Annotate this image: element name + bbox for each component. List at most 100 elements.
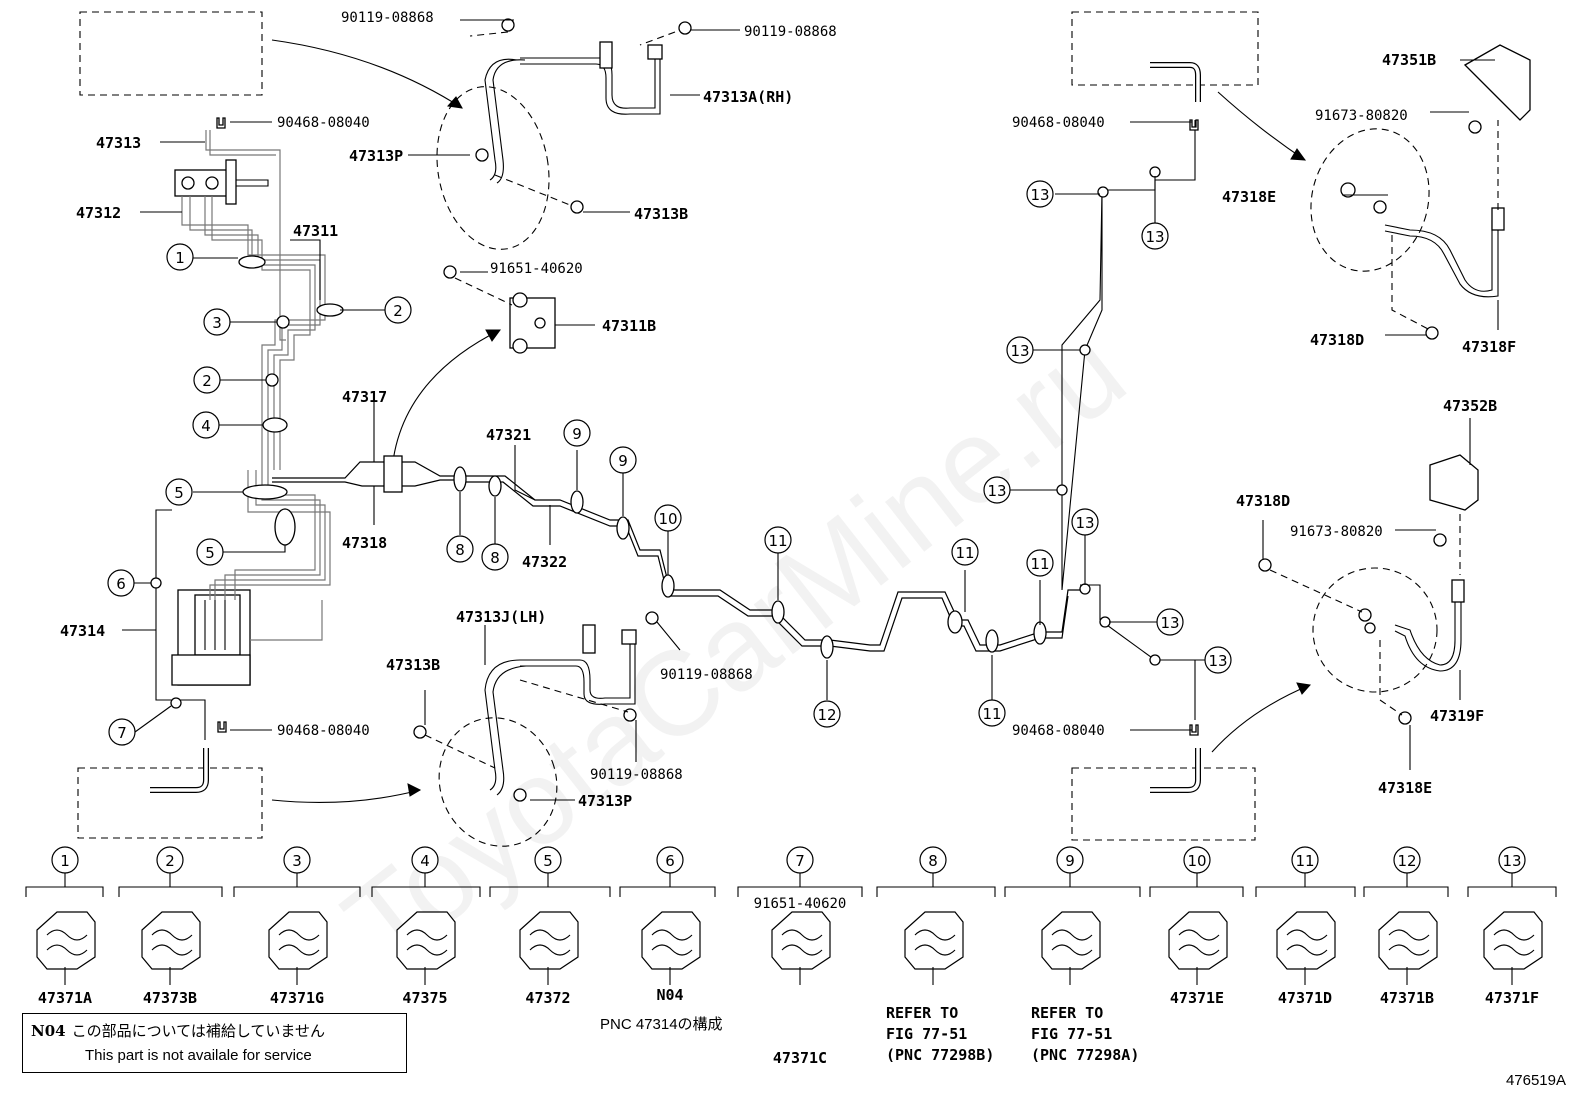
svg-text:13: 13 [1145,228,1164,246]
label-47311: 47311 [293,222,338,240]
legend-part: 47372 [525,989,570,1007]
svg-text:8: 8 [455,541,465,559]
legend-part: N04 [656,986,683,1004]
callout-c9a: 9 [563,419,591,447]
legend-ref-line: REFER TO [1031,1004,1103,1022]
legend-num: 13 [1502,852,1521,870]
callout-c13e: 13 [1071,508,1099,536]
label-90119-2: 90119-08868 [744,24,837,40]
callout-c13a: 13 [1026,180,1054,208]
svg-text:13: 13 [1075,514,1094,532]
label-47318: 47318 [342,534,387,552]
callout-c11a: 11 [764,526,792,554]
label-47322: 47322 [522,553,567,571]
legend-ref-line: REFER TO [886,1004,958,1022]
svg-text:11: 11 [768,532,787,550]
svg-text:7: 7 [117,724,127,742]
legend-num: 6 [665,852,675,870]
label-47318E-top: 47318E [1222,188,1276,206]
rear-left-brake-hose [413,611,659,847]
callout-c6: 6 [107,569,135,597]
svg-text:2: 2 [202,372,212,390]
callout-c11b: 11 [951,538,979,566]
label-47351B: 47351B [1382,51,1436,69]
svg-text:13: 13 [1160,614,1179,632]
callout-c8b: 8 [481,543,509,571]
legend-part: 47371D [1278,989,1332,1007]
legend-item-13: 13 47371F [1467,846,1557,1007]
bracket-47311B [443,265,556,354]
svg-text:10: 10 [658,510,677,528]
svg-text:5: 5 [174,484,184,502]
legend-num: 9 [1065,852,1075,870]
legend-part: 47371B [1380,989,1434,1007]
note-jp: この部品については補給していません [71,1022,325,1040]
rear-right-brake-hose [1258,454,1479,725]
callout-c13b: 13 [1141,222,1169,250]
callout-c13f: 13 [1156,608,1184,636]
label-90468-2: 90468-08040 [277,723,370,739]
svg-text:11: 11 [1030,555,1049,573]
legend-part: 47371A [38,989,92,1007]
callout-c4: 4 [192,411,220,439]
svg-text:1: 1 [175,249,185,267]
part-labels: 47313 47312 47311 47314 47317 47318 4732… [60,10,1516,810]
callout-c5a: 5 [165,478,193,506]
label-47313J: 47313J(LH) [456,608,546,626]
label-47317: 47317 [342,388,387,406]
front-right-brake-hose [1310,44,1531,340]
note-en: This part is not availale for service [85,1047,312,1064]
figure-id: 476519A [1505,1072,1566,1089]
ref-box-front-left [79,11,263,100]
svg-text:13: 13 [987,482,1006,500]
svg-text:3: 3 [212,314,222,332]
callout-c9b: 9 [609,446,637,474]
label-90468-1: 90468-08040 [277,115,370,131]
label-91673-1: 91673-80820 [1315,108,1408,124]
legend-num: 12 [1397,852,1416,870]
svg-text:9: 9 [572,425,582,443]
callout-c2b: 2 [384,296,412,324]
legend-part: 47371C [773,1049,827,1067]
label-47313A: 47313A(RH) [703,88,793,106]
label-47313P-top: 47313P [349,147,403,165]
legend: 147371A247373B347371G4473755473726N04747… [25,846,1557,1067]
callout-c11c: 11 [1026,549,1054,577]
pnc-note: PNC 47314の構成 [600,1016,723,1033]
legend-ref-line: (PNC 77298B) [886,1046,994,1064]
legend-num: 1 [60,852,70,870]
label-47314: 47314 [60,622,105,640]
legend-num: 10 [1187,852,1206,870]
label-47352B: 47352B [1443,397,1497,415]
legend-ref-line: FIG 77-51 [886,1025,967,1043]
label-90119-1: 90119-08868 [341,10,434,26]
callout-c13g: 13 [1204,646,1232,674]
leader-lines [122,19,1499,801]
label-47313P-bot: 47313P [578,792,632,810]
legend-part: 47371F [1485,989,1539,1007]
svg-text:11: 11 [955,544,974,562]
arrows [271,39,1311,804]
label-47313B-bot: 47313B [386,656,440,674]
svg-text:13: 13 [1010,342,1029,360]
front-left-brake-hose [436,18,692,250]
svg-text:5: 5 [205,544,215,562]
callout-c5b: 5 [196,538,224,566]
callout-c2a: 2 [193,366,221,394]
note-code: N04 [31,1022,66,1040]
label-47321: 47321 [486,426,531,444]
legend-ref-line: FIG 77-51 [1031,1025,1112,1043]
ref-box-front-right [1071,11,1259,102]
callout-c13d: 13 [983,476,1011,504]
legend-num: 8 [928,852,938,870]
label-91673-2: 91673-80820 [1290,524,1383,540]
svg-text:11: 11 [982,705,1001,723]
